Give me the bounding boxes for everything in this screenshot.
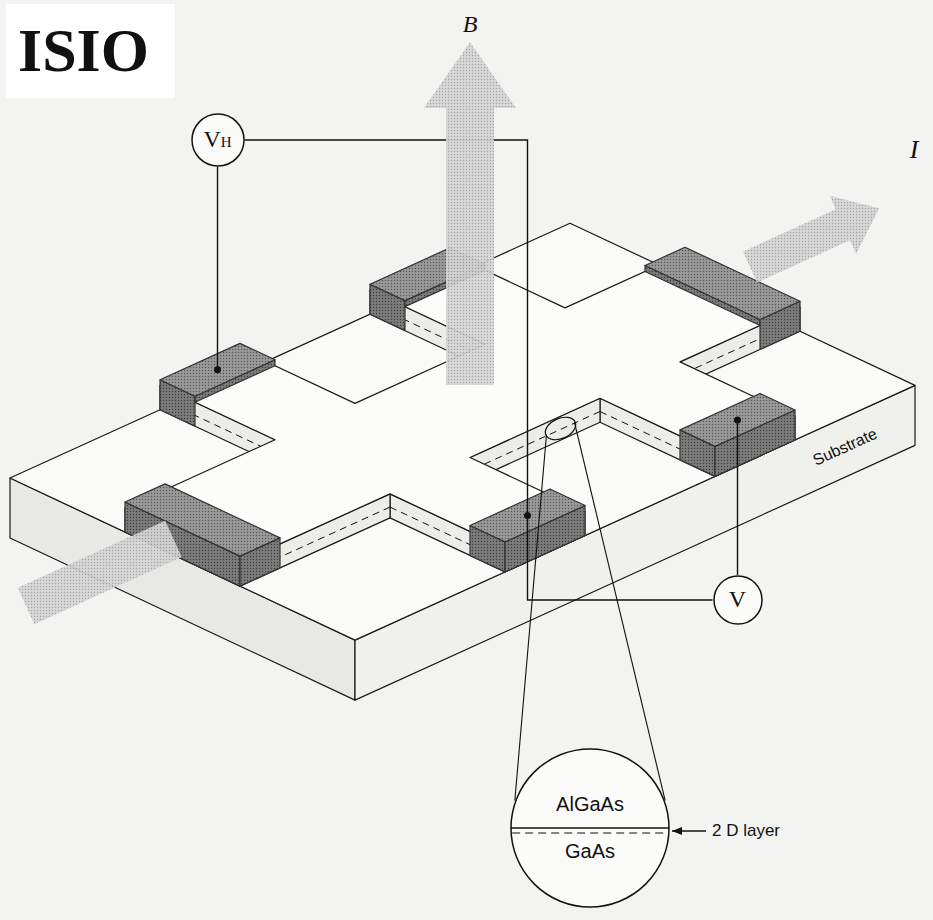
leader-line <box>575 423 666 801</box>
magnified-view-circle: AlGaAsGaAs <box>510 748 670 908</box>
wire <box>217 167 218 370</box>
current-label: I <box>910 136 919 165</box>
pointer-arrow <box>672 830 706 831</box>
voltmeter-circle: V <box>713 575 763 625</box>
node-text: GaAs <box>565 840 615 863</box>
wire <box>737 420 738 575</box>
circle-shape <box>511 749 669 907</box>
watermark-logo: ISIO <box>6 4 175 98</box>
magnetic-field-arrow <box>424 42 516 385</box>
leader-line <box>515 435 547 801</box>
interface-line <box>511 827 669 828</box>
field-label: B <box>463 11 478 37</box>
field-current-arrows <box>18 42 880 624</box>
contact-dot <box>524 512 531 519</box>
two-d-layer-line <box>512 832 668 833</box>
contact-dot <box>734 416 741 423</box>
node-text: V <box>729 586 746 614</box>
current-arrow <box>18 521 182 625</box>
contact-dot <box>214 366 221 373</box>
wire <box>528 515 713 600</box>
circle-outline <box>510 748 670 908</box>
voltmeter-circle: VH <box>191 113 245 167</box>
circle-shape <box>714 576 762 624</box>
node-text: AlGaAs <box>556 793 624 816</box>
circle-shape <box>192 114 244 166</box>
zoom-ellipse <box>542 413 579 444</box>
current-arrow <box>743 196 879 283</box>
part-label: Substrate <box>810 425 880 469</box>
layer-label: 2 D layer <box>712 822 780 841</box>
node-text: VH <box>203 126 231 154</box>
